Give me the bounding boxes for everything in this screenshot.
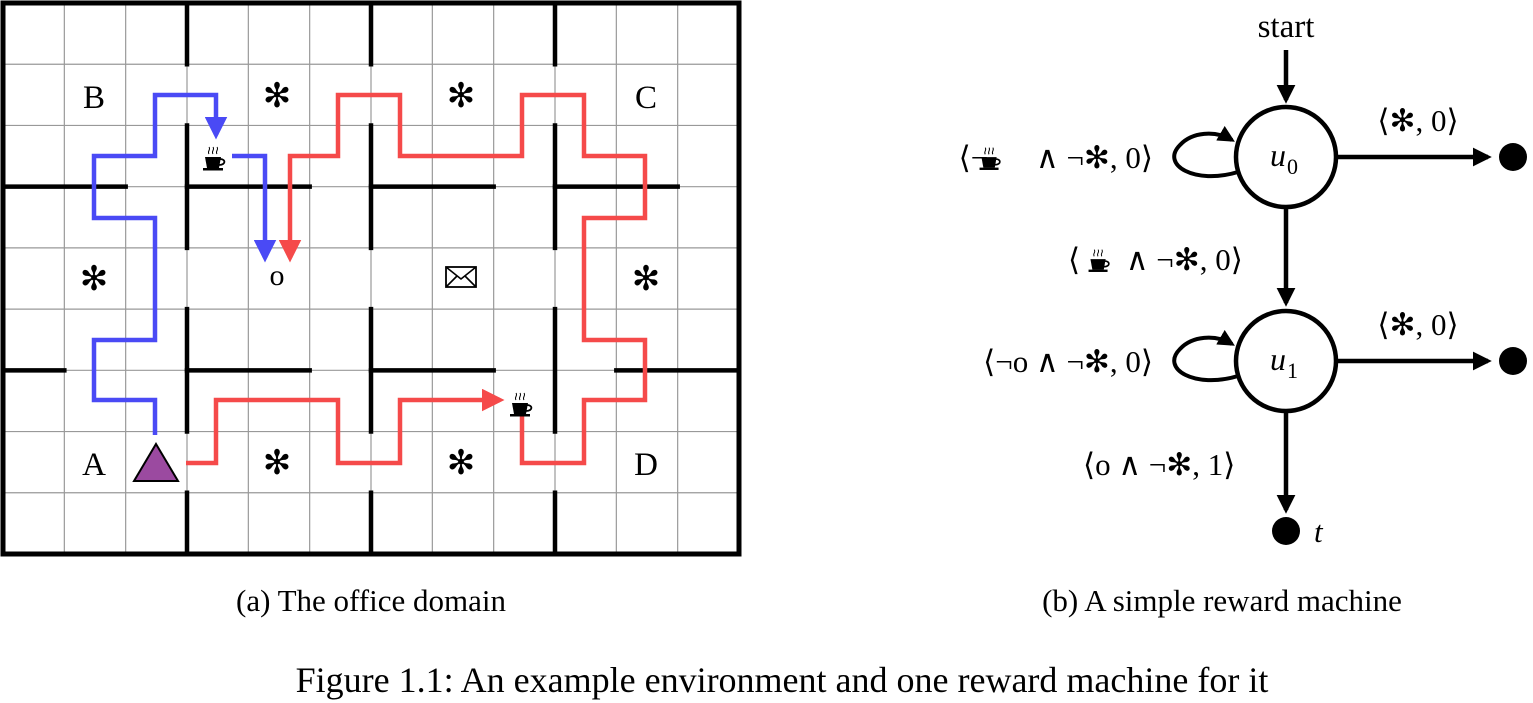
fail-terminal-node: [1499, 347, 1527, 375]
state-u0-label: u0: [1270, 137, 1298, 179]
office-mark: o: [270, 259, 285, 292]
room-label-b: B: [83, 80, 105, 116]
blue-path: [91, 92, 228, 435]
fail-terminal-node: [1499, 143, 1527, 171]
coffee-cup-icon: [202, 146, 226, 172]
edge-label-u1-to-t: ⟨o ∧ ¬✻, 1⟩: [1083, 447, 1235, 482]
office-domain: B C A D ✻ ✻ ✻ ✻ ✻ ✻ o: [0, 0, 742, 557]
asterisk-decoration-icon: ✻: [263, 76, 292, 116]
self-loop-u0: [1172, 125, 1239, 179]
coffee-cup-icon: [1087, 248, 1110, 273]
asterisk-decoration-icon: ✻: [80, 259, 109, 299]
room-label-d: D: [634, 447, 658, 483]
reward-machine: start u0 ⟨¬ ∧ ¬✻, 0⟩ ⟨✻, 0⟩ ⟨ ∧ ¬✻, 0⟩ u…: [959, 9, 1527, 549]
asterisk-decoration-icon: ✻: [447, 76, 476, 116]
edge-label-u0-self: ⟨¬ ∧ ¬✻, 0⟩: [959, 140, 1153, 175]
asterisk-decoration-icon: ✻: [632, 259, 661, 299]
state-u1: [1233, 308, 1339, 414]
terminal-node-t: [1272, 517, 1300, 545]
state-u0: [1233, 104, 1339, 210]
coffee-cup-icon: [509, 392, 533, 418]
edge-label-u1-fail: ⟨✻, 0⟩: [1377, 307, 1458, 342]
triangle-agent-icon: [132, 442, 180, 482]
edge-label-u0-fail: ⟨✻, 0⟩: [1377, 103, 1458, 138]
room-label-a: A: [82, 447, 106, 483]
figure-caption: Figure 1.1: An example environment and o…: [296, 660, 1269, 700]
self-loop-u1: [1172, 329, 1239, 383]
edge-label-u0-to-u1: ⟨ ∧ ¬✻, 0⟩: [1068, 242, 1243, 277]
state-u1-label: u1: [1270, 341, 1298, 383]
red-path: [186, 388, 505, 466]
edge-label-u1-self: ⟨¬o ∧ ¬✻, 0⟩: [983, 344, 1153, 379]
office-caption: (a) The office domain: [236, 583, 506, 618]
asterisk-decoration-icon: ✻: [263, 443, 292, 483]
blue-path-segment-2: [232, 153, 277, 263]
rm-caption: (b) A simple reward machine: [1042, 583, 1402, 618]
office-grid-wall-lines: [0, 0, 742, 557]
start-label: start: [1258, 9, 1315, 45]
room-label-c: C: [635, 80, 657, 116]
office-grid-minor-lines: [2, 2, 740, 555]
red-path-segment-2: [278, 92, 648, 466]
mail-envelope-icon: [445, 266, 477, 288]
terminal-label-t: t: [1314, 514, 1324, 549]
asterisk-decoration-icon: ✻: [447, 443, 476, 483]
